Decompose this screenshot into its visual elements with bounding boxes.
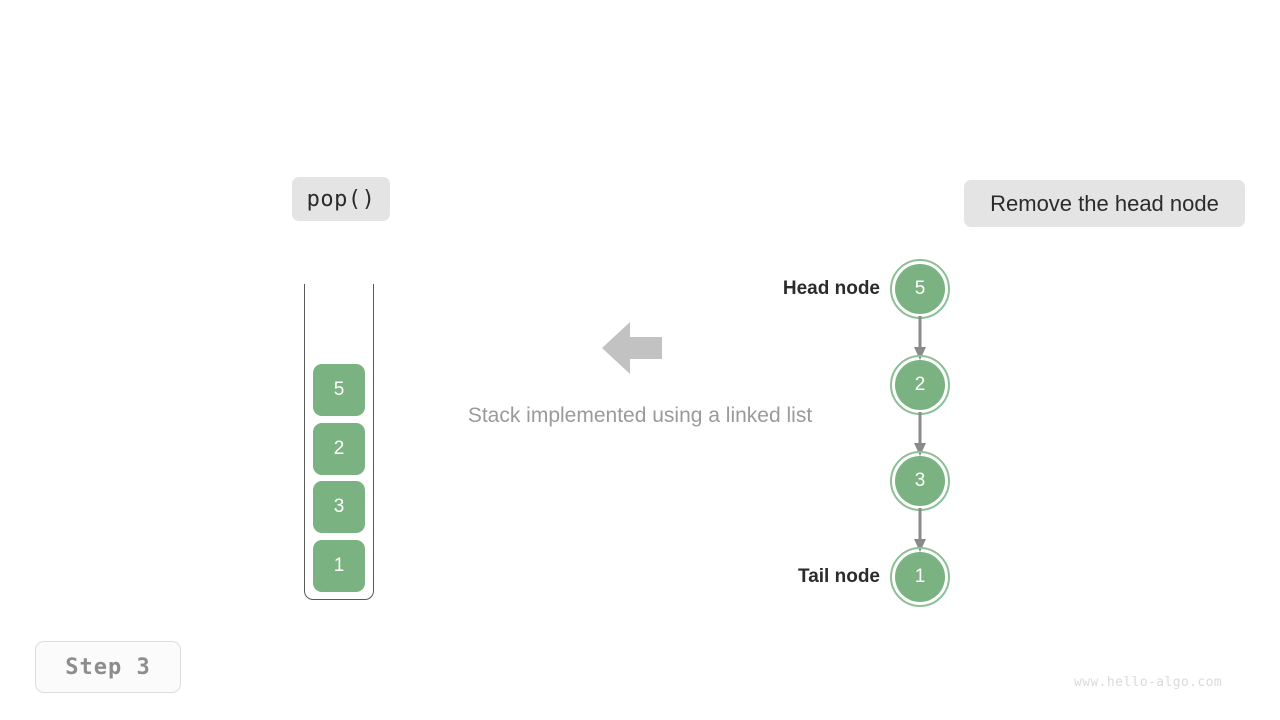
tail-node-label: Tail node — [798, 566, 880, 587]
diagram-caption: Stack implemented using a linked list — [467, 404, 813, 427]
action-chip: Remove the head node — [964, 180, 1245, 227]
node-value: 3 — [895, 456, 945, 506]
list-node: 1 — [890, 547, 950, 607]
link-arrow-icon — [912, 412, 928, 460]
list-node: 2 — [890, 355, 950, 415]
node-value: 1 — [895, 552, 945, 602]
stack-cell: 3 — [313, 481, 365, 533]
stack-cell: 1 — [313, 540, 365, 592]
link-arrow-icon — [912, 316, 928, 364]
head-node-label: Head node — [782, 278, 880, 299]
operation-chip: pop() — [292, 177, 390, 221]
stack-container-outline — [304, 284, 374, 600]
stack-visual: 5 2 3 1 — [304, 284, 376, 602]
step-badge: Step 3 — [35, 641, 181, 693]
stack-cell: 2 — [313, 423, 365, 475]
stack-cell: 5 — [313, 364, 365, 416]
list-node: 5 — [890, 259, 950, 319]
node-ring — [890, 547, 950, 607]
node-value: 5 — [895, 264, 945, 314]
site-watermark: www.hello-algo.com — [1074, 675, 1223, 690]
arrow-left-icon — [602, 320, 662, 376]
linked-list-visual: Head node 5 2 3 — [760, 250, 980, 620]
link-arrow-icon — [912, 508, 928, 556]
list-node: 3 — [890, 451, 950, 511]
node-value: 2 — [895, 360, 945, 410]
